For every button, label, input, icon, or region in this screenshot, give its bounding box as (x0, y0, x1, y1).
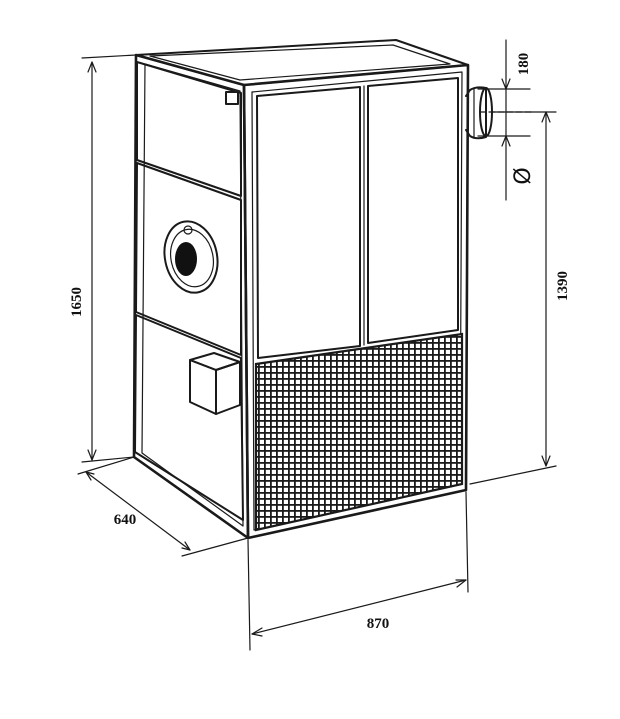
dim-640-arrow-right (181, 541, 191, 551)
dim-870-label: 870 (367, 616, 390, 632)
dim-1390-label: 1390 (555, 271, 571, 301)
grille-mesh (254, 332, 464, 532)
cabinet-top-face (135, 39, 469, 86)
dim-1650-label: 1650 (69, 287, 85, 317)
dim-1390-arrow-top (541, 111, 551, 123)
dim-870-ext-left (247, 539, 251, 651)
dim-1390-ext-bottom (469, 465, 557, 485)
dim-180-arrow-top (501, 78, 511, 90)
dim-1650-arrow-bottom (87, 449, 97, 461)
dimension-870: 870 (247, 491, 469, 651)
side-upper-panel (136, 61, 242, 197)
diameter-symbol: Ø (511, 167, 536, 184)
dim-870-arrow-right (455, 579, 467, 588)
dim-1390-arrow-bottom (541, 455, 551, 467)
dim-640-label: 640 (114, 512, 137, 528)
dim-870-ext-right (465, 491, 469, 593)
front-left-door (256, 86, 361, 359)
side-lower-panel (134, 314, 244, 521)
front-panels (256, 77, 459, 359)
dim-180-arrow-bottom (501, 135, 511, 147)
flue-spigot (465, 86, 493, 140)
dim-640-arrow-left (85, 471, 95, 481)
control-box-side (215, 361, 241, 415)
dimension-1390: 1390 (469, 111, 571, 485)
burner-port-flange (163, 220, 219, 294)
cabinet-front-face (242, 63, 470, 540)
dim-1650-ext-bottom (81, 456, 135, 463)
burner-port-bolt (183, 225, 193, 235)
side-middle-panel (135, 162, 242, 356)
side-indicator-square (225, 91, 239, 105)
ventilation-grille (254, 332, 464, 532)
dim-870-arrow-left (251, 627, 263, 637)
burner-port-ring (169, 228, 215, 288)
dim-1650-ext-top (81, 54, 137, 59)
dim-640-line (85, 471, 191, 551)
dimension-180: 180 Ø (477, 39, 536, 201)
side-panels (134, 61, 244, 521)
dim-1650-arrow-top (87, 61, 97, 73)
dim-870-line (251, 579, 467, 635)
dimension-1650: 1650 (69, 54, 137, 463)
front-right-door (367, 77, 459, 344)
dim-640-ext-left (77, 456, 135, 475)
control-box (189, 352, 241, 415)
burner-port (163, 220, 219, 294)
cabinet-top-rim (149, 44, 451, 81)
cabinet-side-inner-frame (141, 63, 244, 527)
dimension-640: 640 (77, 456, 249, 557)
cabinet-side-face (132, 53, 250, 540)
burner-port-opening (175, 242, 197, 276)
dim-180-label: 180 (516, 53, 532, 76)
dim-640-ext (181, 537, 249, 557)
